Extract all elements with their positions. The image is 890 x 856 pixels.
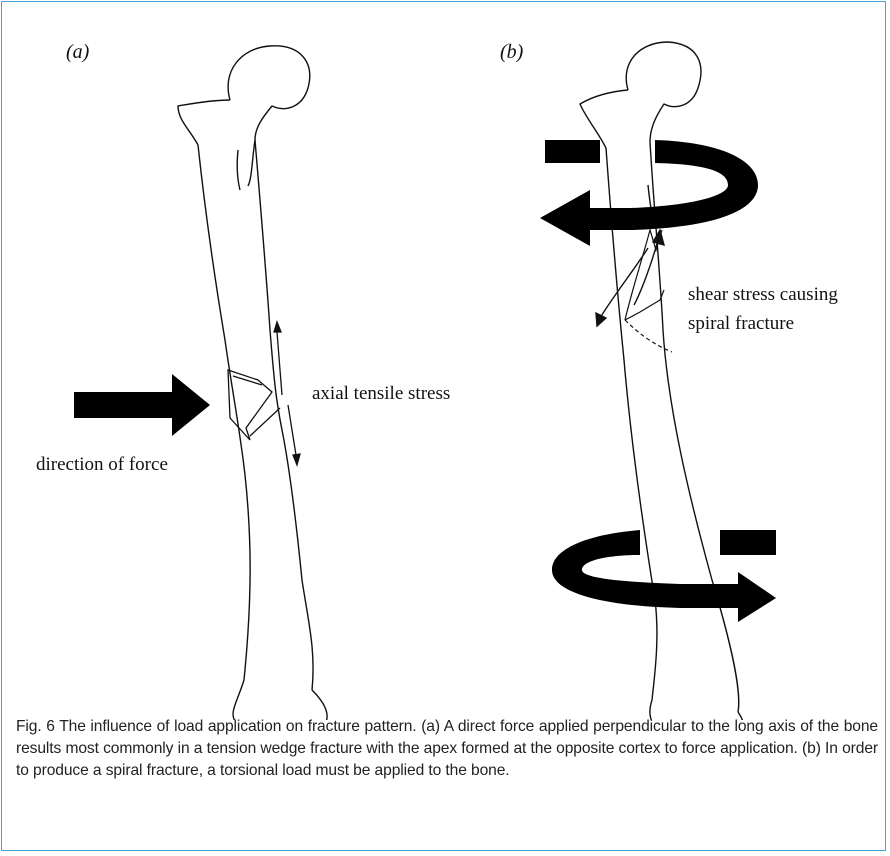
wedge-fracture-a: [228, 370, 280, 440]
femur-a: [178, 46, 327, 720]
direction-of-force-label: direction of force: [36, 454, 168, 475]
tensile-stress-arrows: [274, 322, 300, 465]
figure-caption: Fig. 6 The influence of load application…: [16, 716, 878, 782]
shear-stress-label-line2: spiral fracture: [688, 313, 794, 334]
axial-tensile-stress-label: axial tensile stress: [312, 383, 450, 404]
force-arrow-a: [74, 374, 210, 436]
fracture-figure: (a) axial tensile stress direction of fo…: [0, 0, 890, 720]
panel-b-label: (b): [500, 41, 524, 63]
shear-stress-label-line1: shear stress causing: [688, 284, 838, 305]
panel-a-label: (a): [66, 41, 90, 63]
torsion-arrow-bottom: [552, 530, 776, 622]
spiral-fracture-b: [625, 230, 672, 352]
